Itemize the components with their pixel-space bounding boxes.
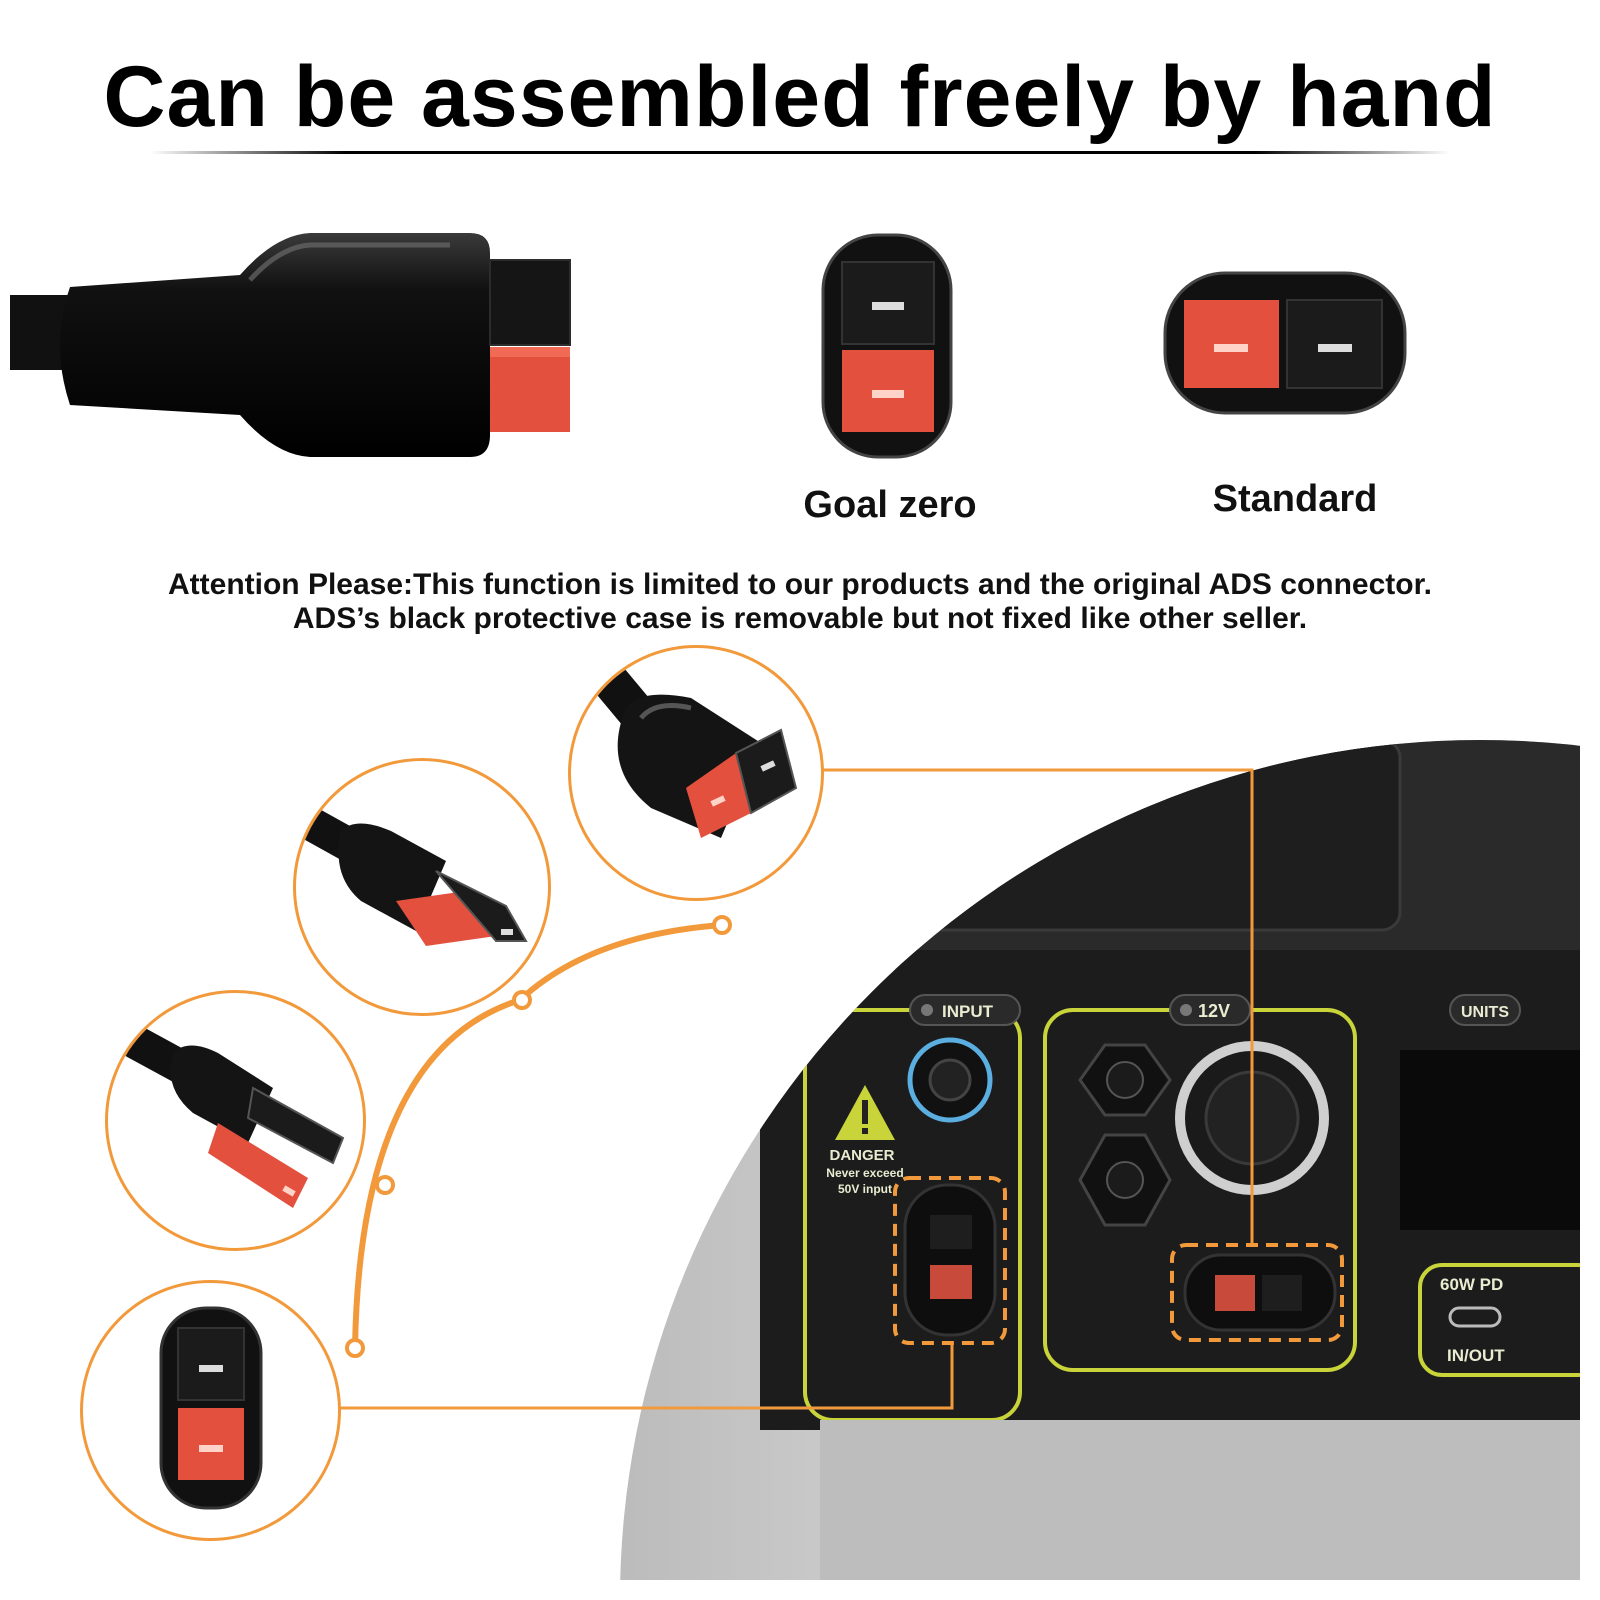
panel-12v-label: 12V <box>1198 1001 1230 1021</box>
panel-usb-label: 60W PD <box>1440 1275 1503 1294</box>
detail-circle-assembled-standard <box>568 645 824 901</box>
panel-units-label: UNITS <box>1461 1004 1509 1021</box>
standard-connector <box>1163 271 1407 415</box>
connector-side-view <box>10 233 571 457</box>
panel-inout-label: IN/OUT <box>1447 1346 1505 1365</box>
label-goal-zero: Goal zero <box>803 484 977 526</box>
headline: Can be assembled freely by hand <box>103 49 1497 145</box>
panel-danger-line1: Never exceed <box>826 1166 903 1180</box>
detail-circle-assembled-goal-zero <box>80 1280 341 1541</box>
panel-danger-line2: 50V input <box>838 1182 892 1196</box>
goal-zero-connector <box>821 233 953 459</box>
panel-danger-title: DANGER <box>829 1147 894 1164</box>
notice-line-1: Attention Please:This function is limite… <box>168 568 1432 601</box>
panel-input-label: INPUT <box>942 1002 994 1021</box>
label-standard: Standard <box>1212 478 1378 520</box>
detail-circle-case-sliding <box>293 758 551 1016</box>
attention-notice: Attention Please:This function is limite… <box>0 568 1600 636</box>
detail-circle-case-removed <box>105 990 366 1251</box>
notice-line-2: ADS’s black protective case is removable… <box>292 602 1308 635</box>
headline-underline <box>150 151 1450 154</box>
